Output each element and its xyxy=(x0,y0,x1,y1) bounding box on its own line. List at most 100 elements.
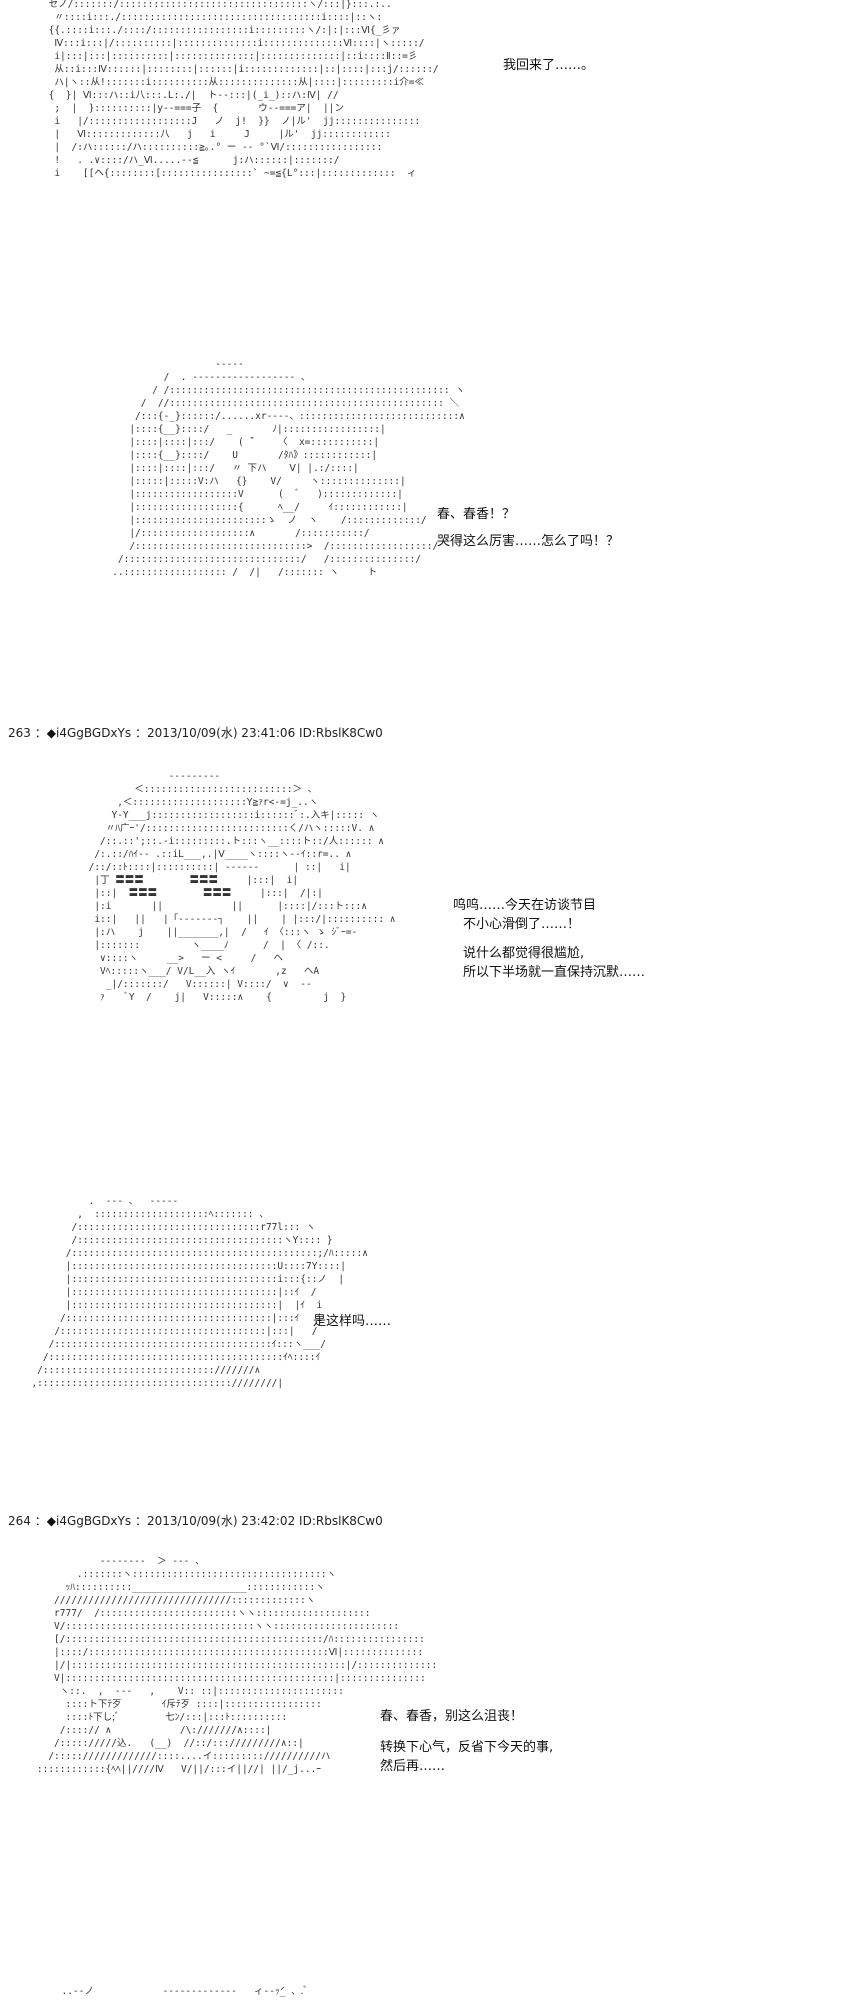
panel-1: セノ/:::::::/:::::::::::::::::::::::::::::… xyxy=(0,0,861,290)
ascii-art-line: | /:ハ::::::/ハ::::::::::≧｡.° ー -- °`Ⅵ/:::… xyxy=(20,142,383,153)
ascii-art-line: |:ハ j ||_______,| / ｲ 〈:::ヽ ゝ ｼﾞｰ=‐ xyxy=(60,927,358,938)
ascii-art-line: V|::::::::::::::::::::::::::::::::::::::… xyxy=(14,1673,426,1684)
ascii-art-line: |::::::::::::::::::::::::::::::::::::| |… xyxy=(20,1300,323,1311)
dialog-line: 然后再…… xyxy=(380,1759,446,1774)
ascii-art-line: / /:::::::::::::::::::::::::::::::::::::… xyxy=(95,385,465,396)
ascii-art-line: { }| Ⅵ:::ハ::i八:::.L:./| ト--:::|(_i_)::ハ:… xyxy=(20,90,339,101)
ascii-art-line: |:::::::::::::::::::::::ゝ ノ ヽ /:::::::::… xyxy=(95,515,427,526)
ascii-art-line: i |/::::::::::::::::::J ノ j! }} ノ|ル' jj:… xyxy=(20,116,421,127)
ascii-art-line: |::::::::::::::::::V ( ﾞ ):::::::::::::| xyxy=(95,489,403,500)
ascii-art-panel-5: ‐‐‐‐‐‐‐‐ ＞ ‐‐‐ 、 .:::::::ヽ::::::::::::::… xyxy=(14,1555,437,1776)
ascii-art-panel-1: セノ/:::::::/:::::::::::::::::::::::::::::… xyxy=(20,0,439,180)
ascii-art-line: |::::|::::|:::/ 〃 下ハ Ⅴ| |.:/::::| xyxy=(95,463,359,474)
ascii-art-line: ヽ::. , ‐‐‐ , V:: ::|::::::::::::::::::::… xyxy=(14,1686,344,1697)
dialog-line: 春、春香，别这么沮丧！ xyxy=(380,1709,524,1724)
ascii-art-line: |:i || || |::::|/:::ト:::∧ xyxy=(60,901,367,912)
ascii-art-line: V/:::::::::::::::::::::::::::::::::ヽヽ:::… xyxy=(14,1621,400,1632)
ascii-art-line: ‐‐‐‐‐ xyxy=(95,359,244,370)
dialog-line: 所以下半场就一直保持沉默…… xyxy=(463,965,646,980)
ascii-art-line: セノ/:::::::/:::::::::::::::::::::::::::::… xyxy=(20,0,392,10)
dialog-line: 我回来了……。 xyxy=(503,58,595,73)
ascii-art-line: /:.::/ﾊｲ-‐ .::iL___,.|Ⅴ____ヽ::::ヽ--ｲ::r=… xyxy=(60,849,352,860)
ascii-art-line: 〃::::i:::./:::::::::::::::::::::::::::::… xyxy=(20,12,383,23)
dialog-panel-2: 春、春香！？ 哭得这么厉害……怎么了吗！？ xyxy=(437,505,619,551)
ascii-art-line: ｯﾊ::::::::::____________________::::::::… xyxy=(14,1582,325,1593)
dialog-line: 春、春香！？ xyxy=(437,507,516,522)
ascii-art-line: /::::::::::::::::::::::::::::::::r77l:::… xyxy=(20,1222,316,1233)
ascii-art-line: Y‐Y___j::::::::::::::::::i::::::ﾞ:.入キ|::… xyxy=(60,810,380,821)
ascii-art-line: /::::::::::::::::::::::::::::::::::::ヽY:… xyxy=(20,1235,333,1246)
ascii-art-line: ::::ト下ﾃ歹 ｲ斥ﾃ歹 ::::|::::::::::::::::: xyxy=(14,1699,322,1710)
panel-2: ‐‐‐‐‐ / . -‐‐‐‐‐‐‐‐‐‐‐‐‐‐‐‐‐ 、 / /::::::… xyxy=(0,358,861,698)
ascii-art-line: Vﾍ:::::ヽ___/ V/L__入 ヽｲ ,z ヘA xyxy=(60,966,320,977)
ascii-art-line: .:::::::ヽ:::::::::::::::::::::::::::::::… xyxy=(14,1569,337,1580)
ascii-art-line: /::::::::::::::::::::::::::::::::::::|::… xyxy=(20,1326,318,1337)
dialog-panel-1: 我回来了……。 xyxy=(503,56,594,75)
ascii-art-line: /::::://///込. (__) //::/::://///////∧::| xyxy=(14,1738,304,1749)
ascii-art-line: /:::::::::::::::::::::::::::::::::::::::… xyxy=(20,1352,321,1363)
ascii-art-footer: ..-‐ノ ‐‐‐‐‐‐‐‐‐‐‐‐‐ ィ-‐ｯ́_ 、.ﾞ xyxy=(10,1986,309,1997)
ascii-art-line: i|:::|:::|::::::::::|::::::::::::::|::::… xyxy=(20,51,418,62)
ascii-art-line: /::::::::::::::::::::::::::::::> /::::::… xyxy=(95,541,439,552)
ascii-art-line: /::::::::::::::::::::::::::::::::::::::ｲ… xyxy=(20,1339,326,1350)
ascii-art-panel-2: ‐‐‐‐‐ / . -‐‐‐‐‐‐‐‐‐‐‐‐‐‐‐‐‐ 、 / /::::::… xyxy=(95,358,465,579)
ascii-art-line: r777/ /::::::::::::::::::::::::ヽヽ:::::::… xyxy=(14,1608,371,1619)
ascii-art-line: ..:::::::::::::::::: / /| /::::::: ヽ ト xyxy=(95,567,378,578)
post-header-264: 264 ：◆i4GgBGDxYs ：2013/10/09(水) 23:42:02… xyxy=(8,1514,383,1528)
ascii-art-line: | Ⅵ:::::::::::::八 j i J |ル' jj::::::::::… xyxy=(20,129,391,140)
ascii-art-line: ::::::::::::{ﾍﾍ||////Ⅳ V/||/:::イ||//| ||… xyxy=(14,1764,322,1775)
trip-symbol: ◆ xyxy=(46,726,56,740)
ascii-art-line: |::::::::::::::::::::::::::::::::::::|::… xyxy=(20,1287,317,1298)
ascii-art-line: /::.::';::.-i:::::::::.ト:::ヽ__::::ト::/人:… xyxy=(60,836,384,847)
ascii-art-line: i::| || |「‐‐‐‐‐‐‐┐ || | |:::/|::::::::::… xyxy=(60,914,396,925)
post-uid: ID:RbslK8Cw0 xyxy=(299,1514,383,1528)
post-date: 2013/10/09(水) 23:41:06 xyxy=(146,726,296,740)
post-number: 263 xyxy=(8,726,31,740)
ascii-art-line: |::::/::::::::::::::::::::::::::::::::::… xyxy=(14,1647,424,1658)
dialog-panel-4: 是这样吗…… xyxy=(313,1312,391,1331)
ascii-art-line: /::::://///////////::::....イ:::::::::///… xyxy=(14,1751,331,1762)
ascii-art-line: |::::|::::|:::/ ( ̄` 〈 x=:::::::::::| xyxy=(95,437,380,448)
ascii-art-panel-3: ‐‐‐‐‐‐‐‐‐ ＜::::::::::::::::::::::::::＞ 、… xyxy=(60,770,396,1004)
ascii-art-line: ; | }::::::::::|y--===子 { ウ--===ア| ||ン xyxy=(20,103,344,114)
ascii-art-line: ! . .∨::::/ハ_Ⅵ.....--≦ j:ハ::::::|:::::::… xyxy=(20,155,346,166)
trip-symbol: ◆ xyxy=(46,1514,56,1528)
ascii-art-line: |:::::|:::::V:ハ {} V/ ヽ::::::::::::::| xyxy=(95,476,406,487)
ascii-art-panel-4: . ‐‐‐ 、 ‐‐‐‐‐ , ::::::::::::::::::::ﾍ:::… xyxy=(20,1195,368,1390)
ascii-art-line: ＜::::::::::::::::::::::::::＞ 、 xyxy=(60,784,318,795)
ascii-art-line: |::::{__}::::/ _ ﾉ|:::::::::::::::::| xyxy=(95,424,386,435)
dialog-line: 不小心滑倒了……！ xyxy=(463,917,581,932)
ascii-art-line: . ‐‐‐ 、 ‐‐‐‐‐ xyxy=(20,1196,179,1207)
dialog-panel-3: 呜呜……今天在访谈节目 不小心滑倒了……！ 说什么都觉得很尴尬, 所以下半场就一… xyxy=(453,896,645,982)
panel-4: . ‐‐‐ 、 ‐‐‐‐‐ , ::::::::::::::::::::ﾍ:::… xyxy=(0,1195,861,1465)
ascii-art-line: /::::::::::::::::::::::::::::::::::::|::… xyxy=(20,1313,323,1324)
ascii-art-line: |::::::::::::::::::::::::::::::::::::i::… xyxy=(20,1274,345,1285)
post-header-263: 263 ：◆i4GgBGDxYs ：2013/10/09(水) 23:41:06… xyxy=(8,726,383,740)
ascii-art-line: ‐‐‐‐‐‐‐‐ ＞ ‐‐‐ 、 xyxy=(14,1556,205,1567)
ascii-art-line: [/::::::::::::::::::::::::::::::::::::::… xyxy=(14,1634,425,1645)
ascii-art-line: /:::::::::::::::::::::::::::::::::::::::… xyxy=(20,1248,368,1259)
trip-code: i4GgBGDxYs xyxy=(55,1514,132,1528)
ascii-art-line: 从::i:::Ⅳ::::::|::::::::|::::::|i::::::::… xyxy=(20,64,439,75)
dialog-line: 是这样吗…… xyxy=(313,1314,392,1329)
ascii-art-line: ::::ﾄ下し;ﾞ 七ﾝ/:::|:::ﾄ:::::::::: xyxy=(14,1712,288,1723)
ascii-art-line: |::| 〓〓〓 〓〓〓 |:::| /|:| xyxy=(60,888,323,899)
ascii-art-line: _|/:::::::/ V::::::| V::::/ ∨ ‐‐ xyxy=(60,979,335,990)
ascii-art-line: {{.::::i:::./::::/:::::::::::::::::i::::… xyxy=(20,25,401,36)
ascii-art-line: |/:::::::::::::::::::∧ /:::::::::::/ xyxy=(95,528,370,539)
ascii-art-line: ‐‐‐‐‐‐‐‐‐ xyxy=(60,771,221,782)
ascii-art-line: 〃ﾊ广ｰ'/:::::::::::::::::::::::::く/ハヽ:::::… xyxy=(60,823,375,834)
dialog-line: 说什么都觉得很尴尬, xyxy=(463,946,585,961)
panel-3: ‐‐‐‐‐‐‐‐‐ ＜::::::::::::::::::::::::::＞ 、… xyxy=(0,770,861,1100)
ascii-art-line: ｧ ﾞY / j| V:::::∧ { j } xyxy=(60,992,347,1003)
ascii-art-line: Ⅳ:::i:::|/::::::::::|::::::::::::::i::::… xyxy=(20,38,425,49)
trip-code: i4GgBGDxYs xyxy=(55,726,132,740)
panel-5: ‐‐‐‐‐‐‐‐ ＞ ‐‐‐ 、 .:::::::ヽ::::::::::::::… xyxy=(0,1555,861,1885)
ascii-art-line: / //::::::::::::::::::::::::::::::::::::… xyxy=(95,398,460,409)
ascii-art-line: ///////////////////////////////:::::::::… xyxy=(14,1595,316,1606)
post-number: 264 xyxy=(8,1514,31,1528)
ascii-art-line: |::::::::::::::::::::::::::::::::::::U::… xyxy=(20,1261,347,1272)
ascii-art-line: |/|:::::::::::::::::::::::::::::::::::::… xyxy=(14,1660,438,1671)
post-date: 2013/10/09(水) 23:42:02 xyxy=(146,1514,296,1528)
dialog-line: 哭得这么厉害……怎么了吗！？ xyxy=(437,534,620,549)
